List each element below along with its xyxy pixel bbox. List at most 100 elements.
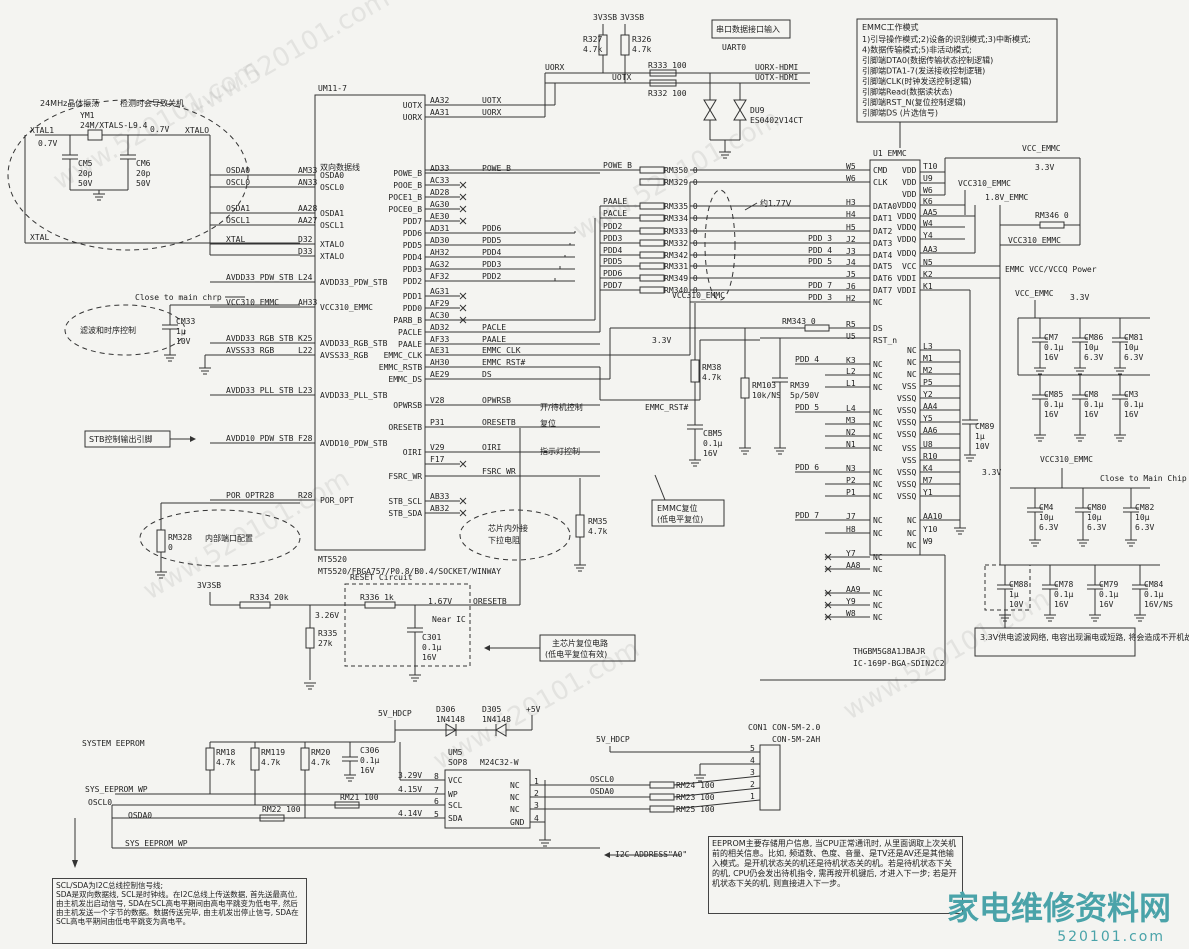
main-chip-pin-ball: L24 [298, 273, 313, 282]
emmc-pin-label: NC [873, 565, 883, 574]
emmc-pin-ball: AA6 [923, 426, 938, 435]
eeprom-pin-num: 8 [434, 772, 439, 781]
pulldown-line2: 下拉电阻 [488, 535, 520, 545]
cbm5-v: 16V [703, 449, 718, 458]
eeprom-ref: UM5 [448, 748, 463, 757]
cm6-val: 20p [136, 169, 151, 178]
emmc-pin-ball: P5 [923, 378, 933, 387]
series-resistor-label: RM335 0 [664, 202, 698, 211]
series-resistor-label: RM332 0 [664, 239, 698, 248]
main-chip-net-label: AVDD33_RGB_STB [226, 334, 294, 343]
power-cap-ref: CM82 [1135, 503, 1154, 512]
d306-part: 1N4148 [436, 715, 465, 724]
emmc-pin-label: NC [907, 529, 917, 538]
emmc-pin-ball: U9 [923, 174, 933, 183]
emmc-pin-ball: W4 [923, 219, 933, 228]
emmc-pin-ball: N3 [846, 464, 856, 473]
emmc-modes-line: 引脚端CLK(时钟发送控制逻辑) [862, 76, 972, 86]
con-rail: 5V_HDCP [596, 735, 630, 744]
emmc-pin-label: VSS [902, 444, 917, 453]
reset-label: 复位 [540, 418, 556, 428]
i2c-note: SCL/SDA为I2C总线控制信号线; SDA是双向数据线, SCL是时钟线。在… [52, 878, 307, 944]
connector-resistor-label: RM25 100 [676, 805, 715, 814]
emmc-pin-ball: N1 [846, 440, 856, 449]
power-cap-val: 0.1μ [1144, 590, 1163, 599]
emmc-pin-ball: Y4 [923, 231, 933, 240]
main-chip-pin-label: XTALO [320, 240, 344, 249]
series-resistor [639, 202, 665, 210]
main-chip-pin-ball: D32 [298, 235, 313, 244]
emmc-pin-label: DAT3 [873, 239, 892, 248]
main-chip-pin-label: FSRC_WR [388, 472, 422, 481]
main-chip-net-label: OIRI [482, 443, 501, 452]
rm103-val: 10k/NS [752, 391, 781, 400]
main-chip-pin-label: OSCL1 [320, 221, 344, 230]
main-chip-pin-ball: D33 [298, 247, 313, 256]
main-chip-net-label: PDD6 [482, 224, 501, 233]
r334-label: R334 20k [250, 593, 289, 602]
main-chip-pin-label: POWE_B [393, 169, 422, 178]
emmc-pin-ball: T10 [923, 162, 938, 171]
emmc-pin-label: VSSQ [897, 492, 916, 501]
power-cap-ref: CM8 [1084, 390, 1099, 399]
reset-net: ORESETB [473, 597, 507, 606]
emmc-pin-ball: H2 [846, 294, 856, 303]
main-chip-net-label: ORESETB [482, 418, 516, 427]
series-resistor-label: RM342 0 [664, 251, 698, 260]
eeprom-pin-label: NC [510, 781, 520, 790]
series-resistor [639, 178, 665, 186]
xtal-net: XTAL [30, 233, 49, 242]
eeprom-pin-num: 2 [534, 789, 539, 798]
reset-v1: 3.26V [315, 611, 339, 620]
main-chip-left-pins: OSDA0AM33OSDA0OSCL0AN33OSCL0OSDA1AA28OSD… [210, 166, 388, 505]
power-cap-ref: CM81 [1124, 333, 1143, 342]
reset-rail: 3V3SB [197, 581, 221, 590]
cm33-ref: CM33 [176, 317, 195, 326]
main-chip-pin-ball: AH30 [430, 358, 449, 367]
main-chip-net-label: XTAL [226, 235, 245, 244]
power-cap-ref: CM88 [1009, 580, 1028, 589]
power-cap-ref: CM78 [1054, 580, 1073, 589]
main-chip-pin-label: AVDD33_PDW_STB [320, 278, 388, 287]
emmc-pin-ball: U8 [923, 440, 933, 449]
power-vcc-emmc: VCC_EMMC [1015, 289, 1054, 298]
power-cap-v: 6.3V [1124, 353, 1143, 362]
emmc-pin-ball: K1 [923, 282, 933, 291]
rm35-val: 4.7k [588, 527, 607, 536]
main-chip-net-label: PDD2 [482, 272, 501, 281]
data-bus-region [704, 189, 736, 301]
main-chip-pin-label: XTALO [320, 252, 344, 261]
plus5-label: +5V [526, 705, 541, 714]
emmc-pin-ball: AA4 [923, 402, 938, 411]
power-cap-v: 16V [1099, 600, 1114, 609]
main-chip-part: MT5520 [318, 555, 347, 564]
series-resistor [639, 262, 665, 270]
main-chip-pin-label: STB_SDA [388, 509, 422, 518]
series-resistor-net: PACLE [603, 209, 627, 218]
main-chip-pin-label: VCC310_EMMC [320, 303, 373, 312]
emmc-pin-ball: H4 [846, 210, 856, 219]
rm38-val: 4.7k [702, 373, 721, 382]
xtal-v1: 0.7V [38, 139, 57, 148]
cm33-v: 10V [176, 337, 191, 346]
eeprom-pullup-val: 4.7k [311, 758, 330, 767]
c301-v: 16V [422, 653, 437, 662]
eeprom-pin-num: 7 [434, 786, 439, 795]
cm5-v: 50V [78, 179, 93, 188]
emmc-pin-ball: P1 [846, 488, 856, 497]
ee-net-scl: OSCL0 [88, 798, 112, 807]
power-capacitors: CM70.1μ16VCM8610μ6.3VCM8110μ6.3VCM850.1μ… [997, 318, 1173, 622]
emmc-pin-ball: K6 [923, 197, 933, 206]
main-chip-net-label: PACLE [482, 323, 506, 332]
xtalo-label: XTALO [185, 126, 209, 135]
main-chip-net-label: OSDA1 [226, 204, 250, 213]
main-chip-pin-label: PDD7 [403, 217, 422, 226]
main-chip-pin-ball: L23 [298, 386, 313, 395]
emmc-pin-ball: W5 [846, 162, 856, 171]
series-resistor [639, 251, 665, 259]
brand-url: 520101.com [1057, 929, 1165, 945]
rm346-label: RM346 0 [1035, 211, 1069, 220]
eeprom-title: SYSTEM EEPROM [82, 739, 145, 748]
